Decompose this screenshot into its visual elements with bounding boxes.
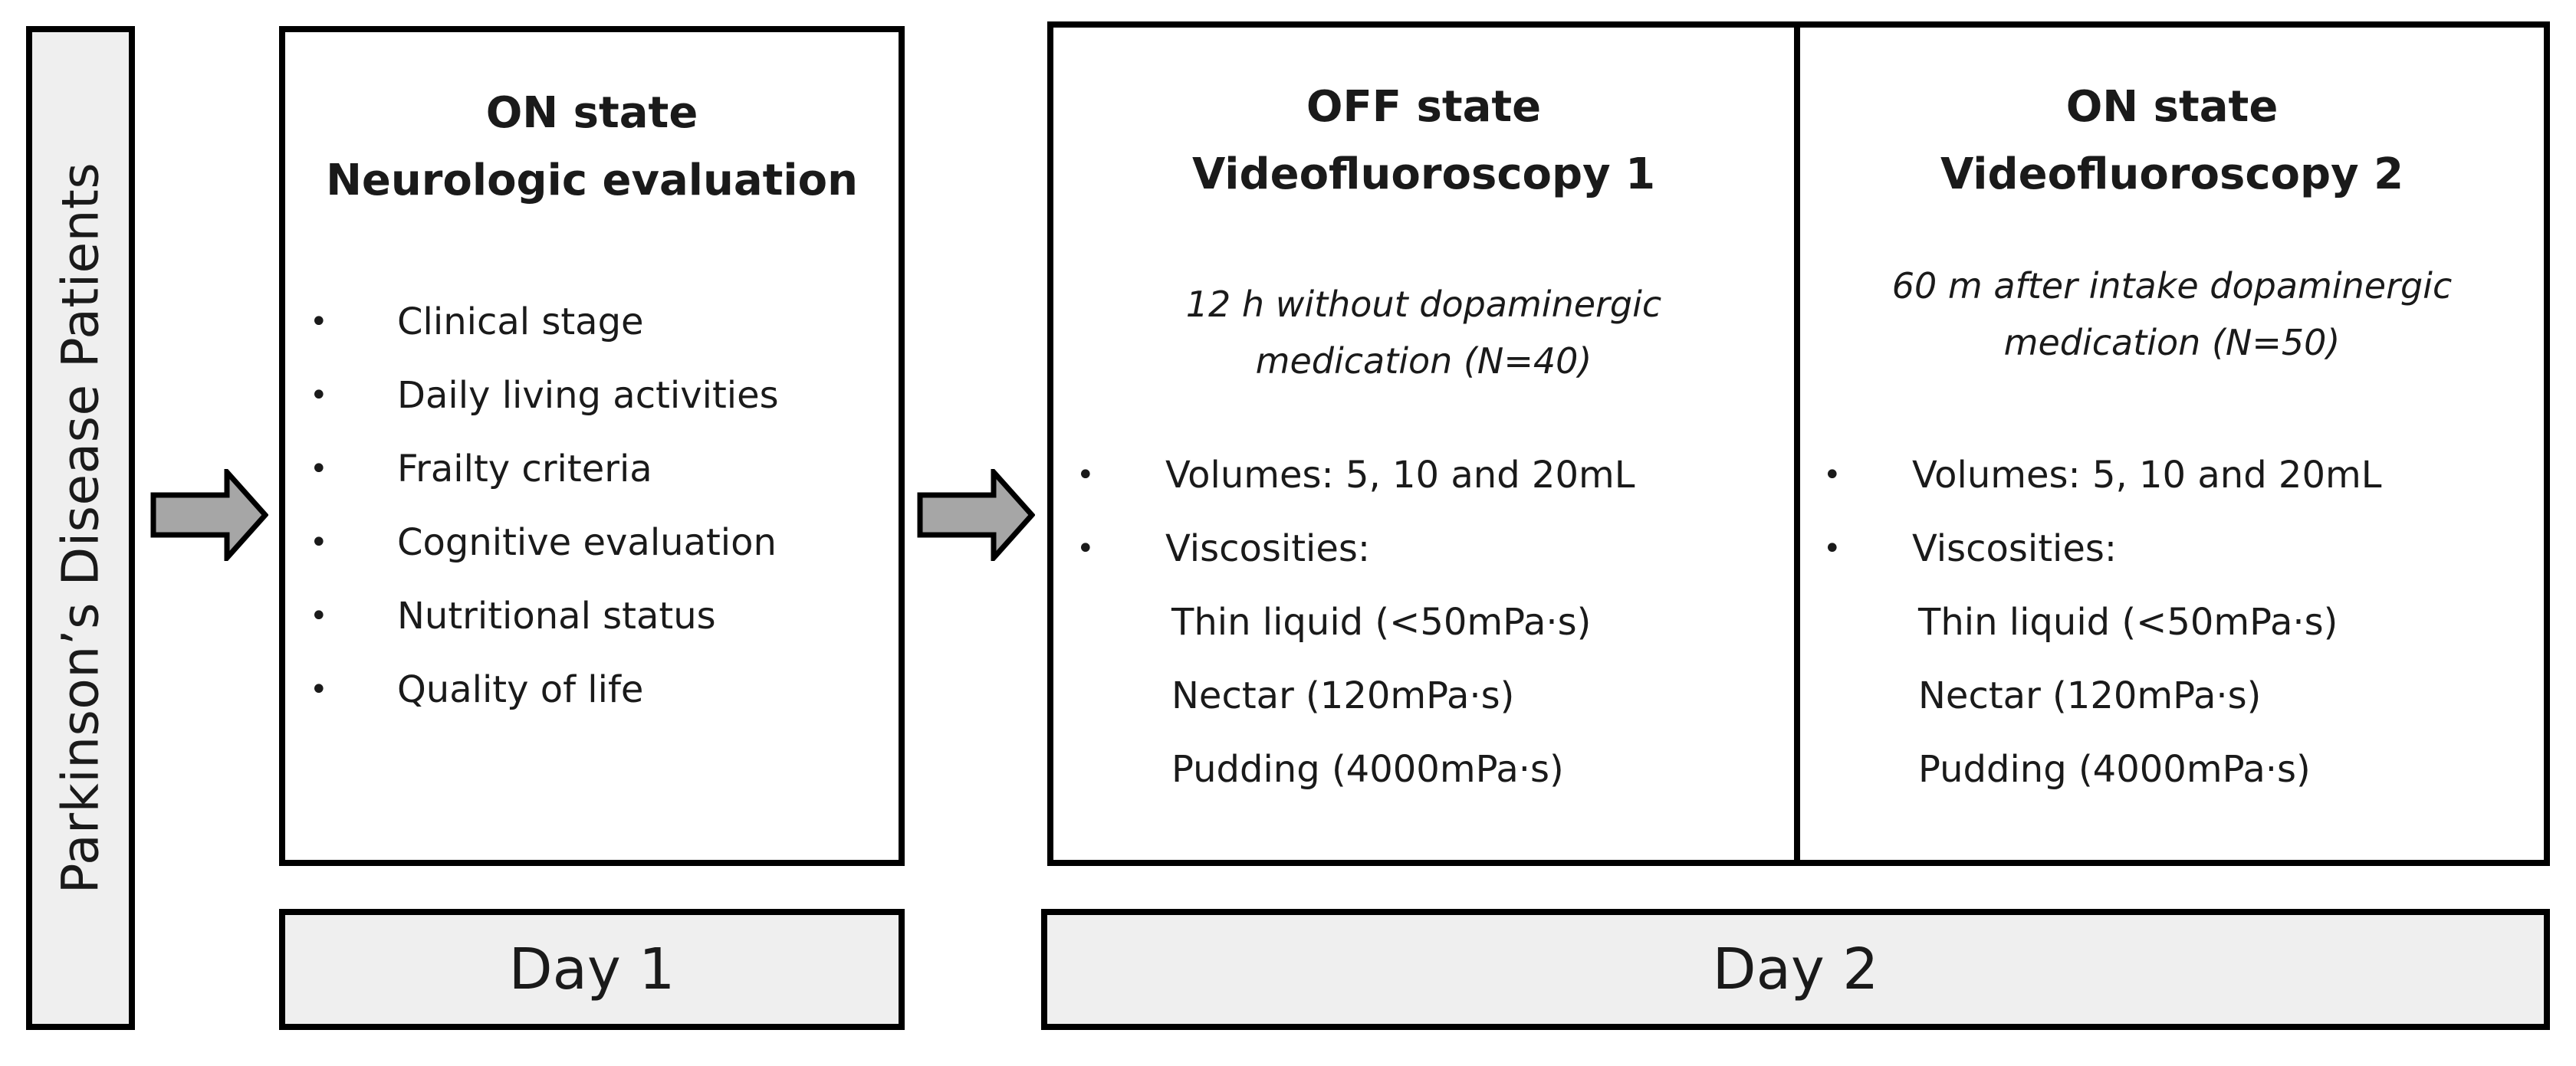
- list-item: Clinical stage: [397, 300, 644, 343]
- viscosity-item: Pudding (4000mPa·s): [1918, 748, 2311, 791]
- off-state-title-line1: OFF state: [1306, 82, 1542, 132]
- day2-label-box: Day 2: [1041, 909, 2550, 1030]
- off-state-note-line2: medication (N=40): [1255, 340, 1592, 382]
- right-arrow-icon: [917, 469, 1035, 561]
- bullet-icon: •: [1823, 458, 1842, 493]
- on-state-title-line2: Videofluoroscopy 2: [1940, 149, 2404, 199]
- bullet-icon: •: [310, 525, 328, 560]
- list-item: Cognitive evaluation: [397, 521, 777, 564]
- viscosity-item: Nectar (120mPa·s): [1918, 674, 2262, 717]
- bullet-icon: •: [1823, 531, 1842, 566]
- viscosity-item: Thin liquid (<50mPa·s): [1171, 601, 1592, 644]
- on-state-title-line1: ON state: [2065, 82, 2279, 132]
- volumes-text: Volumes: 5, 10 and 20mL: [1912, 454, 2382, 497]
- list-item: Daily living activities: [397, 374, 779, 417]
- bullet-icon: •: [310, 304, 328, 339]
- day2-label: Day 2: [1712, 936, 1879, 1002]
- list-item: Quality of life: [397, 668, 644, 711]
- viscosities-text: Viscosities:: [1912, 527, 2118, 570]
- bullet-icon: •: [310, 378, 328, 413]
- volumes-text: Volumes: 5, 10 and 20mL: [1165, 454, 1635, 497]
- day1-label: Day 1: [508, 936, 675, 1002]
- bullet-icon: •: [310, 599, 328, 634]
- bullet-icon: •: [310, 672, 328, 707]
- patients-label-box: Parkinson’s Disease Patients: [26, 26, 135, 1030]
- list-item: Nutritional status: [397, 595, 716, 638]
- right-arrow-icon: [150, 469, 268, 561]
- on-state-note-line1: 60 m after intake dopaminergic: [1891, 265, 2453, 307]
- day1-title-line1: ON state: [485, 88, 698, 138]
- bullet-icon: •: [1076, 531, 1095, 566]
- bullet-icon: •: [1076, 458, 1095, 493]
- viscosity-item: Nectar (120mPa·s): [1171, 674, 1515, 717]
- day1-evaluation-box: [279, 26, 905, 866]
- day1-label-box: Day 1: [279, 909, 905, 1030]
- patients-label: Parkinson’s Disease Patients: [51, 162, 110, 894]
- off-state-note-line1: 12 h without dopaminergic: [1185, 284, 1662, 325]
- day1-title-line2: Neurologic evaluation: [326, 156, 858, 205]
- bullet-icon: •: [310, 451, 328, 487]
- on-state-note-line2: medication (N=50): [2003, 322, 2341, 363]
- viscosity-item: Pudding (4000mPa·s): [1171, 748, 1564, 791]
- viscosities-text: Viscosities:: [1165, 527, 1371, 570]
- viscosity-item: Thin liquid (<50mPa·s): [1918, 601, 2338, 644]
- day2-divider: [1794, 21, 1800, 866]
- list-item: Frailty criteria: [397, 448, 652, 490]
- off-state-title-line2: Videofluoroscopy 1: [1191, 149, 1656, 199]
